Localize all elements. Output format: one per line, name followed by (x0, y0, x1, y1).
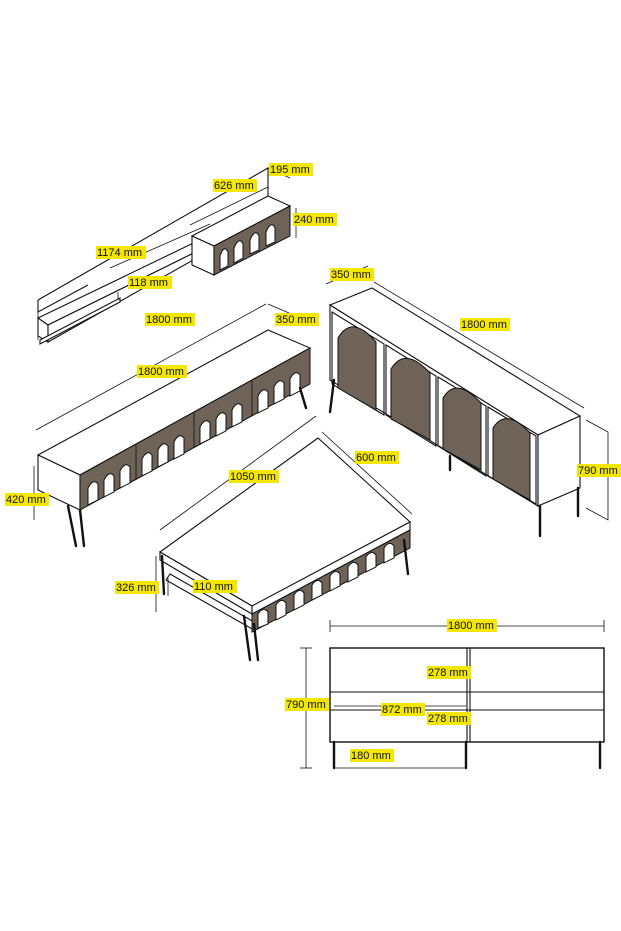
label-coffee-shelf: 110 mm (193, 580, 237, 593)
svg-text:600 mm: 600 mm (356, 452, 396, 464)
coffee-table-drawing (155, 415, 413, 662)
svg-text:1800 mm: 1800 mm (448, 620, 494, 632)
label-tv-depth: 350 mm (275, 313, 319, 326)
svg-text:110 mm: 110 mm (194, 581, 233, 593)
label-front-leg: 180 mm (350, 749, 394, 762)
label-wall-shelf-depth: 195 mm (269, 163, 313, 176)
label-coffee-height: 326 mm (115, 581, 159, 594)
front-view-drawing (300, 620, 605, 770)
tv-unit-drawing (33, 303, 312, 548)
label-wall-shelf-total: 1800 mm (145, 313, 195, 326)
label-wall-shelf-width: 1174 mm (96, 246, 146, 259)
svg-text:420 mm: 420 mm (6, 494, 46, 506)
label-wall-shelf-height: 118 mm (128, 276, 172, 289)
label-front-shelf-upper: 278 mm (427, 666, 471, 679)
label-front-height: 790 mm (285, 698, 329, 711)
svg-text:195 mm: 195 mm (270, 164, 310, 176)
label-front-width: 1800 mm (447, 619, 497, 632)
label-front-inner: 872 mm (381, 703, 425, 716)
svg-text:1174 mm: 1174 mm (97, 247, 142, 259)
label-wall-cabinet-width: 626 mm (213, 179, 257, 192)
svg-text:278 mm: 278 mm (428, 667, 468, 679)
svg-text:1050 mm: 1050 mm (230, 471, 276, 483)
svg-text:790 mm: 790 mm (578, 465, 618, 477)
sideboard-drawing (325, 265, 609, 538)
label-coffee-depth: 600 mm (355, 451, 399, 464)
label-sideboard-height: 790 mm (577, 464, 621, 477)
label-wall-cabinet-height: 240 mm (293, 213, 337, 226)
svg-text:1800 mm: 1800 mm (138, 366, 184, 378)
svg-text:278 mm: 278 mm (428, 713, 468, 725)
svg-text:118 mm: 118 mm (129, 277, 168, 289)
label-coffee-width: 1050 mm (229, 470, 279, 483)
svg-text:1800 mm: 1800 mm (146, 314, 192, 326)
svg-text:350 mm: 350 mm (276, 314, 316, 326)
svg-text:326 mm: 326 mm (116, 582, 156, 594)
label-sideboard-depth: 350 mm (330, 268, 374, 281)
svg-text:350 mm: 350 mm (331, 269, 371, 281)
svg-text:1800 mm: 1800 mm (461, 319, 507, 331)
label-sideboard-width: 1800 mm (460, 318, 510, 331)
label-tv-width: 1800 mm (137, 365, 187, 378)
svg-text:872 mm: 872 mm (382, 704, 422, 716)
svg-text:626 mm: 626 mm (214, 180, 254, 192)
svg-text:180 mm: 180 mm (351, 750, 391, 762)
svg-text:790 mm: 790 mm (286, 699, 326, 711)
label-tv-height: 420 mm (5, 493, 49, 506)
svg-text:240 mm: 240 mm (294, 214, 334, 226)
label-front-shelf-lower: 278 mm (427, 712, 471, 725)
dimension-labels: 195 mm 626 mm 240 mm 1174 mm 118 mm 1800… (5, 163, 621, 762)
